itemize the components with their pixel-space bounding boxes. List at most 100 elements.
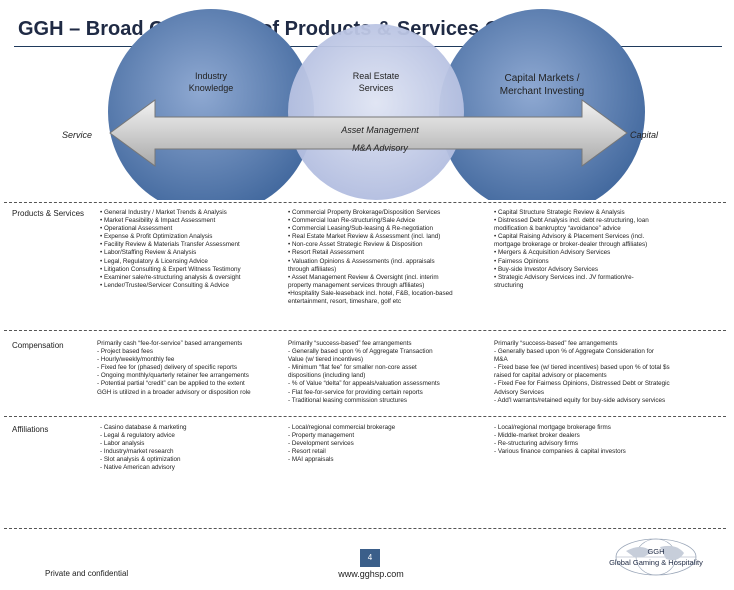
list-item: • Capital Raising Advisory & Placement S… [494, 233, 645, 241]
list-item: • Buy-side Investor Advisory Services [494, 265, 599, 273]
real-estate-circle [288, 24, 464, 200]
list-item: • Real Estate Market Review & Assessment… [288, 233, 441, 241]
list-item: • Non-core Asset Strategic Review & Disp… [288, 241, 423, 249]
list-item: - Potential partial “credit” can be appl… [97, 380, 245, 388]
list-item: M&A [494, 356, 508, 364]
list-item: • Labor/Staffing Review & Analysis [100, 249, 197, 257]
products-col-3: • Capital Structure Strategic Review & A… [494, 209, 649, 290]
section-divider [4, 330, 726, 331]
section-divider [4, 202, 726, 203]
list-item: - Labor analysis [100, 440, 145, 448]
list-item: - Add’l warrants/retained equity for buy… [494, 396, 666, 404]
list-item: - Project based fees [97, 348, 154, 356]
list-item: • Commercial loan Re-structuring/Sale Ad… [288, 217, 416, 225]
list-item: - Development services [288, 440, 354, 448]
row-label-products: Products & Services [12, 209, 85, 218]
list-item: - Local/regional mortgage brokerage firm… [494, 424, 611, 431]
list-item: - Local/regional commercial brokerage [288, 424, 396, 431]
list-item: - Casino database & marketing [100, 424, 187, 431]
list-item: • Litigation Consulting & Expert Witness… [100, 265, 241, 273]
real-estate-label: Real Estate Services [352, 71, 400, 93]
list-item: • Mergers & Acquisition Advisory Service… [494, 249, 611, 257]
list-item: - Slot analysis & optimization [100, 456, 181, 464]
list-item: - Resort retail [288, 448, 326, 456]
list-item: • Capital Structure Strategic Review & A… [494, 209, 625, 216]
list-item: - Flat fee-for-service for providing cer… [288, 388, 423, 396]
globe-logo-icon [615, 538, 697, 576]
list-item: • Asset Management Review & Oversight (i… [288, 273, 439, 281]
list-item: property management services through aff… [288, 281, 425, 289]
list-item: entertainment, resort, timeshare, golf e… [288, 298, 402, 306]
list-item: • Resort Retail Assessment [288, 249, 365, 257]
products-col-1: • General Industry / Market Trends & Ana… [100, 209, 241, 290]
list-item: modification & bankruptcy “avoidance” ad… [494, 225, 621, 233]
company-logo-text: GGH Global Gaming & Hospitality [609, 547, 703, 567]
list-item: - Middle-market broker dealers [494, 432, 580, 440]
list-item: Advisory Services [494, 388, 545, 396]
list-item: - Various finance companies & capital in… [494, 448, 626, 456]
section-divider [4, 416, 726, 417]
capital-markets-circle [439, 9, 645, 200]
list-item: raised for capital advisory or placement… [494, 372, 607, 380]
list-item: • Market Feasibility & Impact Assessment [100, 217, 216, 225]
list-item: - Traditional leasing commission structu… [288, 396, 407, 404]
list-item: • Legal, Regulatory & Licensing Advice [100, 257, 208, 265]
list-item: - % of Value “delta” for appeals/valuati… [288, 380, 440, 388]
list-item: - Minimum “flat fee” for smaller non-cor… [288, 364, 417, 372]
asset-management-label: Asset Management [341, 125, 419, 135]
affiliations-col-3: - Local/regional mortgage brokerage firm… [494, 424, 626, 456]
industry-knowledge-label: Industry Knowledge [188, 71, 234, 93]
list-item: - Legal & regulatory advice [100, 432, 175, 440]
list-item: Primarily cash “fee-for-service” based a… [97, 340, 243, 347]
list-item: • Fairness Opinions [494, 257, 549, 265]
page-number: 4 [360, 549, 380, 567]
list-item: - Ongoing monthly/quarterly retainer fee… [97, 372, 249, 380]
list-item: dispositions (including land) [288, 372, 366, 380]
list-item: • Strategic Advisory Services incl. JV f… [494, 273, 634, 281]
list-item: - Hourly/weekly/monthly fee [97, 356, 175, 364]
list-item: • Valuation Opinions & Assessments (incl… [288, 257, 435, 265]
compensation-col-1: Primarily cash “fee-for-service” based a… [97, 340, 251, 397]
row-label-compensation: Compensation [12, 341, 64, 350]
compensation-col-2: Primarily “success-based” fee arrangemen… [288, 340, 440, 405]
list-item: Value (w/ tiered incentives) [288, 356, 364, 364]
list-item: - MAI appraisals [288, 456, 334, 464]
list-item: Primarily “success-based” fee arrangemen… [494, 340, 618, 347]
list-item: • Expense & Profit Optimization Analysis [100, 233, 213, 241]
list-item: mortgage brokerage or broker-dealer thro… [494, 241, 648, 249]
list-item: - Property management [288, 432, 355, 440]
list-item: - Native American advisory [100, 464, 175, 472]
list-item: • Lender/Trustee/Servicer Consulting & A… [100, 281, 230, 289]
products-col-2: • Commercial Property Brokerage/Disposit… [288, 209, 453, 306]
website-link[interactable]: www.gghsp.com [338, 569, 404, 579]
list-item: - Fixed Fee for Fairness Opinions, Distr… [494, 380, 670, 388]
list-item: Primarily “success-based” fee arrangemen… [288, 340, 412, 347]
service-label: Service [62, 130, 93, 140]
service-capital-arrow [109, 99, 628, 167]
row-label-affiliations: Affiliations [12, 425, 49, 434]
capital-label: Capital [630, 130, 659, 140]
list-item: - Re-structuring advisory firms [494, 440, 578, 448]
capital-markets-label: Capital Markets / Merchant Investing [499, 73, 585, 97]
list-item: • Facility Review & Materials Transfer A… [100, 241, 240, 249]
section-divider [4, 528, 726, 529]
list-item: - Industry/market research [100, 448, 174, 456]
list-item: • Commercial Property Brokerage/Disposit… [288, 209, 441, 216]
list-item: through affiliates) [288, 265, 337, 273]
list-item: • Operational Assessment [100, 225, 173, 233]
list-item: •Hospitality Sale-leaseback incl. hotel,… [288, 289, 453, 297]
list-item: • General Industry / Market Trends & Ana… [100, 209, 227, 216]
compensation-col-3: Primarily “success-based” fee arrangemen… [494, 340, 670, 405]
affiliations-col-1: - Casino database & marketing- Legal & r… [100, 424, 186, 473]
affiliations-col-2: - Local/regional commercial brokerage- P… [288, 424, 395, 464]
list-item: - Fixed fee for (phased) delivery of spe… [97, 364, 237, 372]
continuum-diagram [108, 9, 645, 200]
list-item: - Generally based upon % of Aggregate Co… [494, 348, 654, 356]
confidentiality-note: Private and confidential [45, 569, 129, 578]
ma-advisory-label: M&A Advisory [352, 143, 408, 153]
list-item: • Examiner sale/re-structuring analysis … [100, 273, 241, 281]
list-item: structuring [494, 281, 524, 289]
list-item: • Distressed Debt Analysis incl. debt re… [494, 217, 649, 225]
list-item: GGH is utilized in a broader advisory or… [97, 388, 251, 396]
list-item: - Fixed base fee (w/ tiered incentives) … [494, 364, 670, 372]
